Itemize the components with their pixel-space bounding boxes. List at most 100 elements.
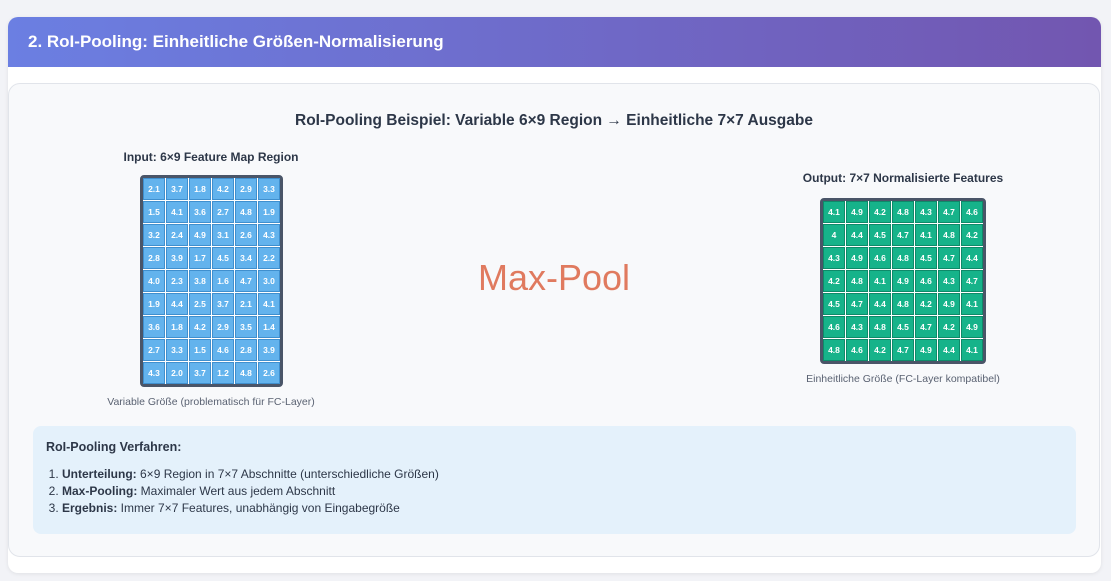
- input-cell: 3.3: [166, 339, 188, 361]
- output-cell: 4.5: [915, 247, 937, 269]
- output-cell: 4.7: [961, 270, 983, 292]
- output-cell: 4.8: [892, 247, 914, 269]
- input-cell: 2.6: [235, 224, 257, 246]
- input-cell: 4.4: [166, 293, 188, 315]
- output-cell: 4.9: [846, 201, 868, 223]
- procedure-step: Ergebnis: Immer 7×7 Features, unabhängig…: [62, 500, 1062, 517]
- input-cell: 4.8: [235, 201, 257, 223]
- output-cell: 4.2: [915, 293, 937, 315]
- input-cell: 2.1: [143, 178, 165, 200]
- output-cell: 4.7: [892, 339, 914, 361]
- output-cell: 4.8: [823, 339, 845, 361]
- output-cell: 4.7: [846, 293, 868, 315]
- output-cell: 4.1: [915, 224, 937, 246]
- output-cell: 4.4: [961, 247, 983, 269]
- input-cell: 3.6: [143, 316, 165, 338]
- input-cell: 3.4: [235, 247, 257, 269]
- input-cell: 3.2: [143, 224, 165, 246]
- input-cell: 3.1: [212, 224, 234, 246]
- output-caption: Einheitliche Größe (FC-Layer kompatibel): [806, 373, 1000, 385]
- output-cell: 4.1: [869, 270, 891, 292]
- input-cell: 4.3: [258, 224, 280, 246]
- input-cell: 1.6: [212, 270, 234, 292]
- output-cell: 4.9: [892, 270, 914, 292]
- output-cell: 4.9: [846, 247, 868, 269]
- output-cell: 4.2: [869, 339, 891, 361]
- input-cell: 1.2: [212, 362, 234, 384]
- input-cell: 3.8: [189, 270, 211, 292]
- procedure-step-term: Unterteilung:: [62, 467, 137, 481]
- input-cell: 2.1: [235, 293, 257, 315]
- input-cell: 2.5: [189, 293, 211, 315]
- output-cell: 4.2: [938, 316, 960, 338]
- output-cell: 4.2: [869, 201, 891, 223]
- input-cell: 4.0: [143, 270, 165, 292]
- output-cell: 4.9: [938, 293, 960, 315]
- input-cell: 3.9: [166, 247, 188, 269]
- input-cell: 2.0: [166, 362, 188, 384]
- output-cell: 4.8: [892, 201, 914, 223]
- input-caption: Variable Größe (problematisch für FC-Lay…: [107, 396, 315, 408]
- input-cell: 1.7: [189, 247, 211, 269]
- output-cell: 4.3: [938, 270, 960, 292]
- procedure-step-text: Maximaler Wert aus jedem Abschnitt: [137, 484, 336, 498]
- max-pool-label: Max-Pool: [478, 257, 631, 298]
- output-cell: 4.1: [823, 201, 845, 223]
- output-cell: 4.5: [892, 316, 914, 338]
- input-cell: 4.1: [166, 201, 188, 223]
- output-cell: 4.1: [961, 293, 983, 315]
- output-cell: 4.8: [938, 224, 960, 246]
- procedure-step: Unterteilung: 6×9 Region in 7×7 Abschnit…: [62, 466, 1062, 483]
- output-cell: 4.8: [846, 270, 868, 292]
- output-cell: 4.7: [915, 316, 937, 338]
- output-cell: 4.5: [823, 293, 845, 315]
- procedure-step: Max-Pooling: Maximaler Wert aus jedem Ab…: [62, 483, 1062, 500]
- input-cell: 4.1: [258, 293, 280, 315]
- output-cell: 4.6: [846, 339, 868, 361]
- section-header: 2. RoI-Pooling: Einheitliche Größen-Norm…: [8, 17, 1101, 67]
- output-cell: 4.2: [823, 270, 845, 292]
- input-cell: 1.5: [143, 201, 165, 223]
- output-cell: 4.7: [938, 247, 960, 269]
- input-cell: 3.7: [212, 293, 234, 315]
- output-cell: 4.6: [915, 270, 937, 292]
- output-cell: 4.1: [961, 339, 983, 361]
- input-cell: 3.0: [258, 270, 280, 292]
- output-cell: 4.4: [846, 224, 868, 246]
- input-cell: 2.9: [212, 316, 234, 338]
- input-cell: 3.7: [166, 178, 188, 200]
- procedure-title: RoI-Pooling Verfahren:: [46, 440, 182, 454]
- procedure-box: RoI-Pooling Verfahren: Unterteilung: 6×9…: [33, 426, 1076, 534]
- output-cell: 4.9: [915, 339, 937, 361]
- output-cell: 4.8: [892, 293, 914, 315]
- output-label: Output: 7×7 Normalisierte Features: [802, 171, 1004, 185]
- input-cell: 2.8: [235, 339, 257, 361]
- input-cell: 1.8: [189, 178, 211, 200]
- input-cell: 2.2: [258, 247, 280, 269]
- output-cell: 4.6: [823, 316, 845, 338]
- input-cell: 2.7: [143, 339, 165, 361]
- procedure-step-term: Ergebnis:: [62, 501, 118, 515]
- input-cell: 3.9: [258, 339, 280, 361]
- input-cell: 3.6: [189, 201, 211, 223]
- output-cell: 4.7: [938, 201, 960, 223]
- input-cell: 2.3: [166, 270, 188, 292]
- output-cell: 4.2: [961, 224, 983, 246]
- input-cell: 1.5: [189, 339, 211, 361]
- output-cell: 4.7: [892, 224, 914, 246]
- input-cell: 1.9: [143, 293, 165, 315]
- output-cell: 4.8: [869, 316, 891, 338]
- input-cell: 1.4: [258, 316, 280, 338]
- output-cell: 4.4: [938, 339, 960, 361]
- output-cell: 4.9: [961, 316, 983, 338]
- input-cell: 2.7: [212, 201, 234, 223]
- section-title: 2. RoI-Pooling: Einheitliche Größen-Norm…: [28, 32, 444, 51]
- procedure-step-text: Immer 7×7 Features, unabhängig von Einga…: [117, 501, 400, 515]
- input-cell: 4.7: [235, 270, 257, 292]
- input-cell: 4.8: [235, 362, 257, 384]
- input-cell: 4.9: [189, 224, 211, 246]
- input-cell: 4.2: [212, 178, 234, 200]
- input-cell: 3.7: [189, 362, 211, 384]
